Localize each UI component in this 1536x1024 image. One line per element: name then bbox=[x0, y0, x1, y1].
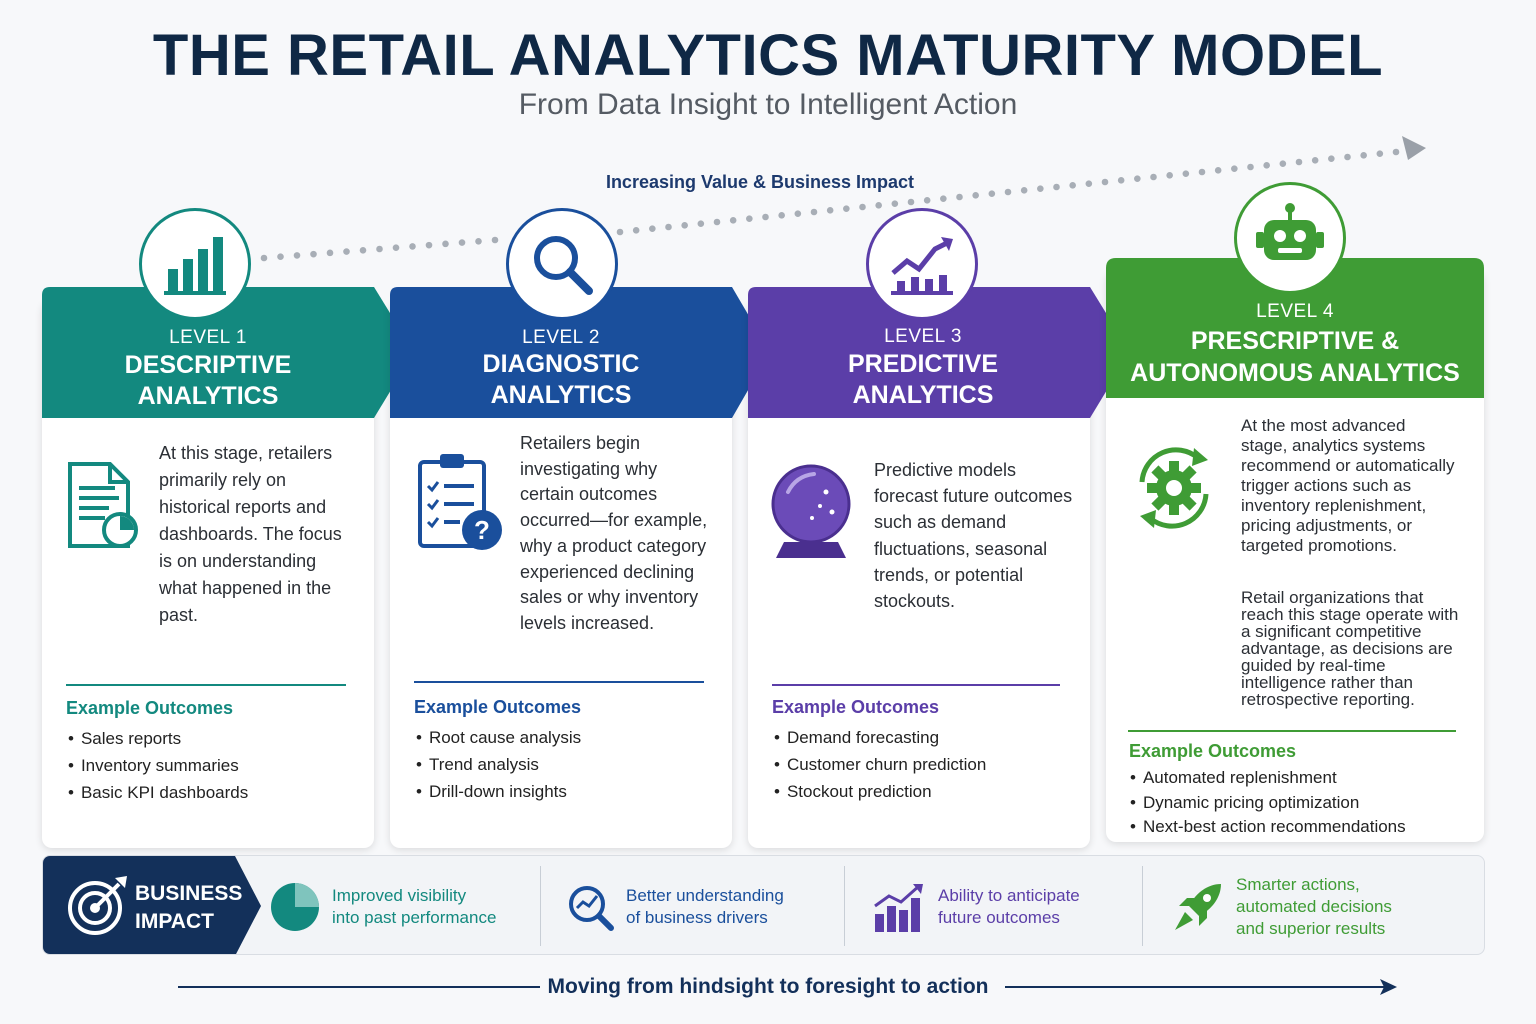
list-item: Inventory summaries bbox=[68, 752, 248, 779]
trend-label: Increasing Value & Business Impact bbox=[605, 172, 915, 192]
list-item: Customer churn prediction bbox=[774, 751, 986, 778]
impact-item-text: Improved visibility into past performanc… bbox=[332, 885, 496, 929]
list-item: Root cause analysis bbox=[416, 724, 581, 751]
level-1-label: LEVEL 1 bbox=[169, 327, 247, 348]
clipboard-question-icon: ? bbox=[418, 454, 502, 550]
magnifier-icon bbox=[534, 236, 593, 295]
footer-line-left bbox=[178, 986, 540, 988]
impact-item-visibility: Improved visibility into past performanc… bbox=[268, 856, 538, 954]
level-3-name-line1: PREDICTIVE bbox=[847, 350, 999, 378]
impact-item-anticipate: Ability to anticipate future outcomes bbox=[869, 856, 1139, 954]
footer-line-right bbox=[1005, 986, 1385, 988]
level-4-examples-title: Example Outcomes bbox=[1129, 741, 1297, 761]
impact-divider bbox=[1142, 866, 1143, 946]
growth-bars-icon bbox=[874, 884, 923, 932]
search-chart-icon bbox=[569, 886, 614, 931]
level-1-description: At this stage, retailers primarily rely … bbox=[159, 443, 342, 625]
bar-chart-icon bbox=[164, 237, 226, 295]
impact-line: Smarter actions, bbox=[1236, 875, 1360, 894]
level-2-examples-list: Root cause analysis Trend analysis Drill… bbox=[416, 724, 581, 805]
impact-item-smarter-actions: Smarter actions, automated decisions and… bbox=[1167, 856, 1467, 954]
level-1-examples-list: Sales reports Inventory summaries Basic … bbox=[68, 725, 248, 806]
impact-line: of business drivers bbox=[626, 908, 768, 927]
level-4-name-line1: PRESCRIPTIVE & bbox=[1190, 327, 1400, 355]
list-item: Stockout prediction bbox=[774, 778, 986, 805]
footer-arrowhead bbox=[1380, 979, 1397, 995]
level-4-badge bbox=[1234, 182, 1346, 294]
level-1-divider bbox=[66, 684, 346, 686]
business-impact-line2: IMPACT bbox=[135, 910, 214, 933]
impact-divider bbox=[844, 866, 845, 946]
level-2-name-line1: DIAGNOSTIC bbox=[482, 350, 640, 378]
impact-line: future outcomes bbox=[938, 908, 1060, 927]
business-impact-header bbox=[43, 856, 261, 954]
level-3-label: LEVEL 3 bbox=[884, 326, 962, 347]
business-impact-title: BUSINESS IMPACT bbox=[135, 880, 242, 936]
level-3-description: Predictive models forecast future outcom… bbox=[874, 460, 1073, 612]
list-item: Demand forecasting bbox=[774, 724, 986, 751]
impact-line: into past performance bbox=[332, 908, 497, 927]
impact-item-text: Ability to anticipate future outcomes bbox=[938, 885, 1080, 929]
rocket-icon bbox=[1175, 884, 1221, 930]
level-2-banner: LEVEL 2 DIAGNOSTIC ANALYTICS bbox=[390, 287, 772, 418]
level-4-examples-list: Automated replenishment Dynamic pricing … bbox=[1130, 766, 1406, 840]
crystal-ball-icon bbox=[771, 464, 851, 558]
level-4-name-line2: AUTONOMOUS ANALYTICS bbox=[1130, 359, 1460, 387]
level-2-description: Retailers begin investigating why certai… bbox=[520, 433, 708, 633]
level-3-badge bbox=[866, 208, 978, 320]
pie-chart-icon bbox=[271, 883, 319, 931]
level-1-name-line1: DESCRIPTIVE bbox=[124, 351, 292, 379]
impact-item-text: Better understanding of business drivers bbox=[626, 885, 784, 929]
level-1-name-line2: ANALYTICS bbox=[137, 382, 279, 410]
level-3-examples-title: Example Outcomes bbox=[772, 697, 940, 717]
level-3-divider bbox=[772, 684, 1060, 686]
footer-caption: Moving from hindsight to foresight to ac… bbox=[547, 975, 989, 998]
impact-line: Improved visibility bbox=[332, 886, 467, 905]
impact-line: automated decisions bbox=[1236, 897, 1392, 916]
level-2-divider bbox=[414, 681, 704, 683]
report-document-icon bbox=[68, 462, 138, 548]
level-2-examples-title: Example Outcomes bbox=[414, 697, 582, 717]
list-item: Trend analysis bbox=[416, 751, 581, 778]
list-item: Next-best action recommendations bbox=[1130, 815, 1406, 840]
level-1-banner: LEVEL 1 DESCRIPTIVE ANALYTICS bbox=[42, 287, 416, 418]
target-icon bbox=[68, 876, 127, 935]
level-1-examples-title: Example Outcomes bbox=[66, 698, 234, 718]
impact-divider bbox=[540, 866, 541, 946]
level-4-label: LEVEL 4 bbox=[1256, 301, 1334, 322]
impact-line: Ability to anticipate bbox=[938, 886, 1080, 905]
impact-line: and superior results bbox=[1236, 919, 1386, 938]
business-impact-bar: BUSINESS IMPACT Improved visibility into… bbox=[42, 855, 1485, 955]
impact-item-understanding: Better understanding of business drivers bbox=[563, 856, 843, 954]
business-impact-line1: BUSINESS bbox=[135, 882, 243, 905]
impact-line: Better understanding bbox=[626, 886, 784, 905]
level-2-badge bbox=[506, 208, 618, 320]
page-title: THE RETAIL ANALYTICS MATURITY MODEL bbox=[152, 23, 1384, 88]
list-item: Basic KPI dashboards bbox=[68, 779, 248, 806]
svg-text:?: ? bbox=[474, 515, 490, 545]
trend-arrow bbox=[260, 136, 1426, 262]
page-subtitle: From Data Insight to Intelligent Action bbox=[518, 88, 1018, 121]
level-3-banner: LEVEL 3 PREDICTIVE ANALYTICS bbox=[748, 287, 1132, 418]
level-3-name-line2: ANALYTICS bbox=[852, 381, 994, 409]
level-4-banner: LEVEL 4 PRESCRIPTIVE & AUTONOMOUS ANALYT… bbox=[1106, 258, 1484, 398]
list-item: Automated replenishment bbox=[1130, 766, 1406, 791]
robot-icon bbox=[1256, 203, 1324, 260]
trend-chart-icon bbox=[891, 237, 953, 295]
list-item: Drill-down insights bbox=[416, 778, 581, 805]
list-item: Dynamic pricing optimization bbox=[1130, 791, 1406, 816]
level-2-label: LEVEL 2 bbox=[522, 327, 600, 348]
list-item: Sales reports bbox=[68, 725, 248, 752]
level-2-name-line2: ANALYTICS bbox=[490, 381, 632, 409]
level-1-badge bbox=[139, 208, 251, 320]
impact-item-text: Smarter actions, automated decisions and… bbox=[1236, 874, 1392, 940]
trend-arrowhead bbox=[1402, 136, 1426, 160]
gear-cycle-icon bbox=[1139, 447, 1209, 529]
level-4-description: At the most advanced stage, analytics sy… bbox=[1241, 416, 1455, 555]
level-3-examples-list: Demand forecasting Customer churn predic… bbox=[774, 724, 986, 805]
level-4-description-2: Retail organizations that reach this sta… bbox=[1241, 588, 1459, 709]
level-4-divider bbox=[1128, 730, 1456, 732]
